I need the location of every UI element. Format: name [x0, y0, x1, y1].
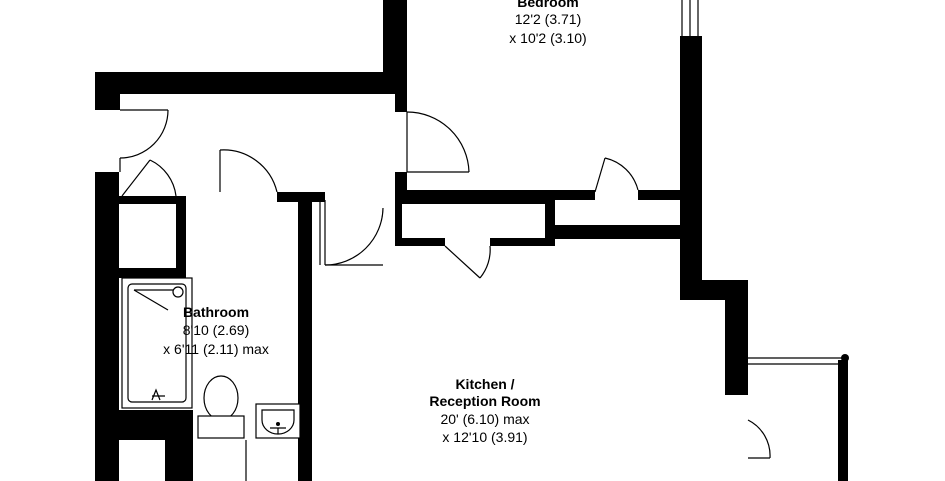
bedroom-dim-1: 12'2 (3.71) — [515, 11, 582, 27]
door-balcony — [747, 419, 771, 459]
wall-wardrobe-bottom — [545, 225, 695, 239]
bedroom-label: Bedroom 12'2 (3.71) x 10'2 (3.10) — [509, 0, 586, 46]
bedroom-name: Bedroom — [517, 0, 578, 10]
wall-right-step2 — [725, 280, 748, 395]
wall-bedroom-stub — [395, 92, 407, 112]
door-wardrobe — [594, 157, 639, 193]
kitchen-label: Kitchen / Reception Room 20' (6.10) max … — [429, 376, 540, 445]
wall-bedroom-right — [680, 36, 702, 284]
kitchen-dim-1: 20' (6.10) max — [440, 411, 529, 427]
door-store — [444, 245, 491, 279]
wall-corridor-divider-left — [395, 190, 402, 245]
door-bedroom — [406, 111, 470, 173]
wall-hall-top — [95, 72, 407, 94]
door-bathroom — [219, 149, 278, 193]
bathroom-dim-1: 8'10 (2.69) — [183, 322, 250, 338]
wall-cupboard-right — [176, 196, 186, 278]
wall-bath-right-top — [277, 192, 317, 202]
thin-lines — [245, 0, 849, 481]
wall-bath-top — [118, 268, 186, 278]
bathtub — [121, 277, 193, 409]
wall-right-step3 — [838, 360, 848, 481]
wall-kitchen-top — [395, 238, 445, 246]
kitchen-name-1: Kitchen / — [455, 376, 514, 392]
wall-bath-right — [298, 196, 312, 481]
wall-corridor-divider — [395, 190, 555, 204]
wall-left-stub — [95, 172, 119, 204]
bathroom-dim-2: x 6'11 (2.11) max — [163, 341, 269, 357]
door-cupboard — [121, 159, 177, 197]
wall-bedroom-bottom-right — [638, 190, 688, 200]
wall-cupboard — [118, 196, 180, 204]
kitchen-dim-2: x 12'10 (3.91) — [442, 429, 527, 445]
fixtures — [121, 277, 301, 439]
wall-corridor-right — [545, 190, 555, 246]
room-labels: Bedroom 12'2 (3.71) x 10'2 (3.10) Bathro… — [163, 0, 587, 445]
basin — [255, 403, 301, 439]
wall-left-outer — [95, 172, 119, 481]
wall-bedroom-bottom — [545, 190, 595, 200]
door-kitchen — [324, 207, 384, 266]
bathroom-name: Bathroom — [183, 304, 249, 320]
wall-kitchen-top-right — [490, 238, 554, 246]
kitchen-name-2: Reception Room — [429, 393, 540, 409]
bathroom-label: Bathroom 8'10 (2.69) x 6'11 (2.11) max — [163, 304, 269, 357]
wall-bath-bottom-step — [165, 410, 193, 481]
toilet — [197, 375, 245, 439]
wall-corridor-stub — [309, 192, 325, 202]
walls — [95, 0, 848, 481]
bedroom-dim-2: x 10'2 (3.10) — [509, 30, 586, 46]
doors — [119, 109, 771, 459]
door-hall-left — [119, 109, 169, 172]
wall-hall-top-step — [95, 72, 120, 110]
